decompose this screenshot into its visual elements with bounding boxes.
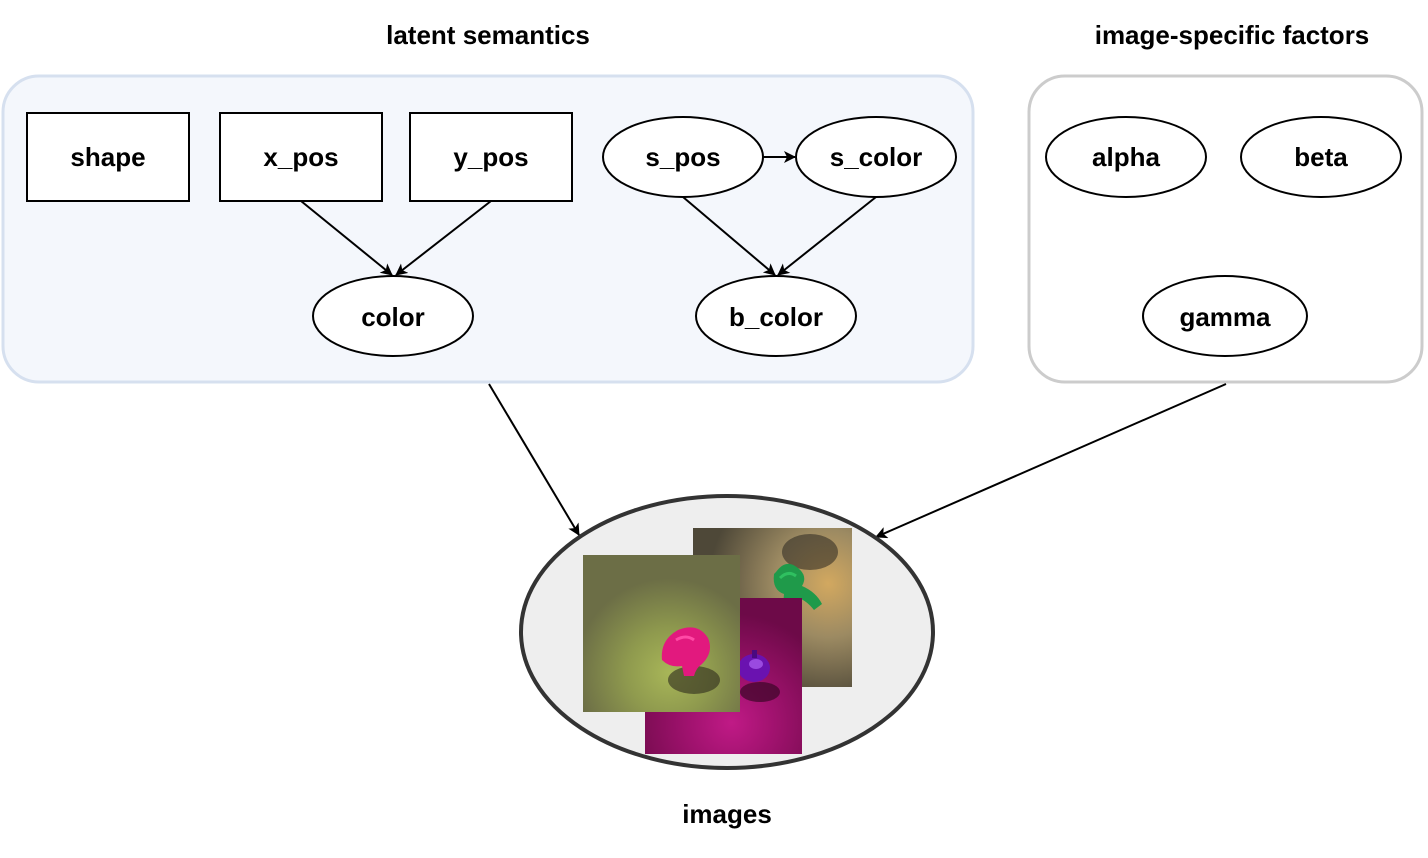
node-y-pos-label: y_pos bbox=[453, 142, 528, 172]
node-alpha-label: alpha bbox=[1092, 142, 1160, 172]
node-s-color: s_color bbox=[795, 116, 957, 198]
node-gamma: gamma bbox=[1142, 275, 1308, 357]
images-node bbox=[519, 494, 935, 770]
node-x-pos-box bbox=[219, 112, 383, 202]
edge-latent-to-images bbox=[488, 383, 580, 536]
edge-s-pos-to-b-color bbox=[682, 196, 776, 276]
node-y-pos: y_pos bbox=[409, 112, 573, 202]
node-y-pos-box bbox=[409, 112, 573, 202]
node-b-color: b_color bbox=[695, 275, 857, 357]
node-b-color-ellipse bbox=[695, 275, 857, 357]
node-alpha-ellipse bbox=[1045, 116, 1207, 198]
edge-y-pos-to-color bbox=[395, 200, 492, 276]
node-beta-ellipse bbox=[1240, 116, 1402, 198]
node-gamma-ellipse bbox=[1142, 275, 1308, 357]
edge-x-pos-to-color bbox=[300, 200, 393, 276]
node-s-pos-label: s_pos bbox=[645, 142, 720, 172]
edge-factors-to-images bbox=[875, 383, 1227, 539]
node-x-pos-label: x_pos bbox=[263, 142, 338, 172]
node-color-label: color bbox=[361, 302, 425, 332]
node-x-pos: x_pos bbox=[219, 112, 383, 202]
images-title: images bbox=[682, 799, 772, 829]
edge-s-color-to-b-color bbox=[777, 196, 877, 276]
image-specific-factors-title: image-specific factors bbox=[1095, 20, 1370, 50]
node-s-pos: s_pos bbox=[602, 116, 764, 198]
node-beta: beta bbox=[1240, 116, 1402, 198]
node-shape: shape bbox=[26, 112, 190, 202]
node-shape-box bbox=[26, 112, 190, 202]
node-beta-label: beta bbox=[1294, 142, 1348, 172]
node-b-color-label: b_color bbox=[729, 302, 823, 332]
node-gamma-label: gamma bbox=[1179, 302, 1271, 332]
node-color: color bbox=[312, 275, 474, 357]
node-alpha: alpha bbox=[1045, 116, 1207, 198]
node-color-ellipse bbox=[312, 275, 474, 357]
latent-semantics-title: latent semantics bbox=[386, 20, 590, 50]
node-shape-label: shape bbox=[70, 142, 145, 172]
node-s-color-label: s_color bbox=[830, 142, 923, 172]
sample-image-pink-figure bbox=[583, 555, 740, 712]
